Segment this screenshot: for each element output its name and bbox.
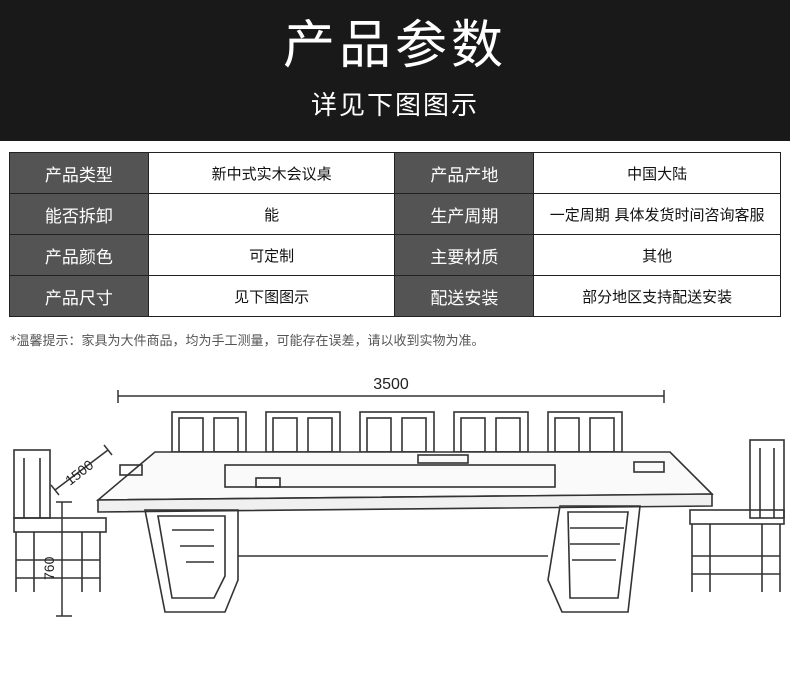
- spec-table: 产品类型 新中式实木会议桌 产品产地 中国大陆 能否拆卸 能 生产周期 一定周期…: [9, 152, 781, 317]
- back-chairs: [171, 411, 623, 453]
- table-top: [95, 451, 714, 513]
- spec-label: 产品类型: [9, 152, 149, 194]
- width-label: 1500: [62, 456, 97, 488]
- spec-value: 部分地区支持配送安装: [533, 275, 781, 317]
- width-dimension: 1500: [50, 444, 113, 496]
- spec-label: 产品颜色: [9, 234, 149, 276]
- spec-value: 其他: [533, 234, 781, 276]
- height-label: 760: [41, 556, 57, 580]
- spec-value: 可定制: [147, 234, 396, 276]
- spec-value: 新中式实木会议桌: [147, 152, 396, 194]
- spec-label: 产品尺寸: [9, 275, 149, 317]
- spec-label: 产品产地: [394, 152, 535, 194]
- page-title: 产品参数: [282, 16, 507, 76]
- disclaimer-note: *温馨提示：家具为大件商品，均为手工测量，可能存在误差，请以收到实物为准。: [10, 334, 485, 349]
- spec-row: 产品颜色 可定制 主要材质 其他: [9, 234, 781, 276]
- side-chair-right: [689, 439, 785, 592]
- chair-back: [359, 411, 435, 453]
- spec-value: 一定周期 具体发货时间咨询客服: [533, 193, 781, 235]
- spec-row: 产品类型 新中式实木会议桌 产品产地 中国大陆: [9, 152, 781, 194]
- table-leg-right: [547, 505, 641, 613]
- chair-back: [547, 411, 623, 453]
- side-chair-left: [13, 449, 107, 592]
- height-dimension: 760: [41, 501, 72, 617]
- spec-value: 能: [147, 193, 396, 235]
- spec-row: 产品尺寸 见下图图示 配送安装 部分地区支持配送安装: [9, 275, 781, 317]
- spec-value: 见下图图示: [147, 275, 396, 317]
- spec-label: 主要材质: [394, 234, 535, 276]
- spec-row: 能否拆卸 能 生产周期 一定周期 具体发货时间咨询客服: [9, 193, 781, 235]
- table-dimension-drawing: 3500: [13, 376, 785, 617]
- page-header: 产品参数 详见下图图示: [0, 0, 790, 141]
- spec-label: 能否拆卸: [9, 193, 149, 235]
- spec-value: 中国大陆: [533, 152, 781, 194]
- length-label: 3500: [373, 376, 409, 393]
- table-leg-left: [144, 509, 239, 613]
- page-subtitle: 详见下图图示: [310, 91, 479, 121]
- spec-label: 配送安装: [394, 275, 535, 317]
- chair-back: [171, 411, 247, 453]
- length-dimension: 3500: [117, 376, 665, 403]
- chair-back: [265, 411, 341, 453]
- spec-label: 生产周期: [394, 193, 535, 235]
- chair-back: [453, 411, 529, 453]
